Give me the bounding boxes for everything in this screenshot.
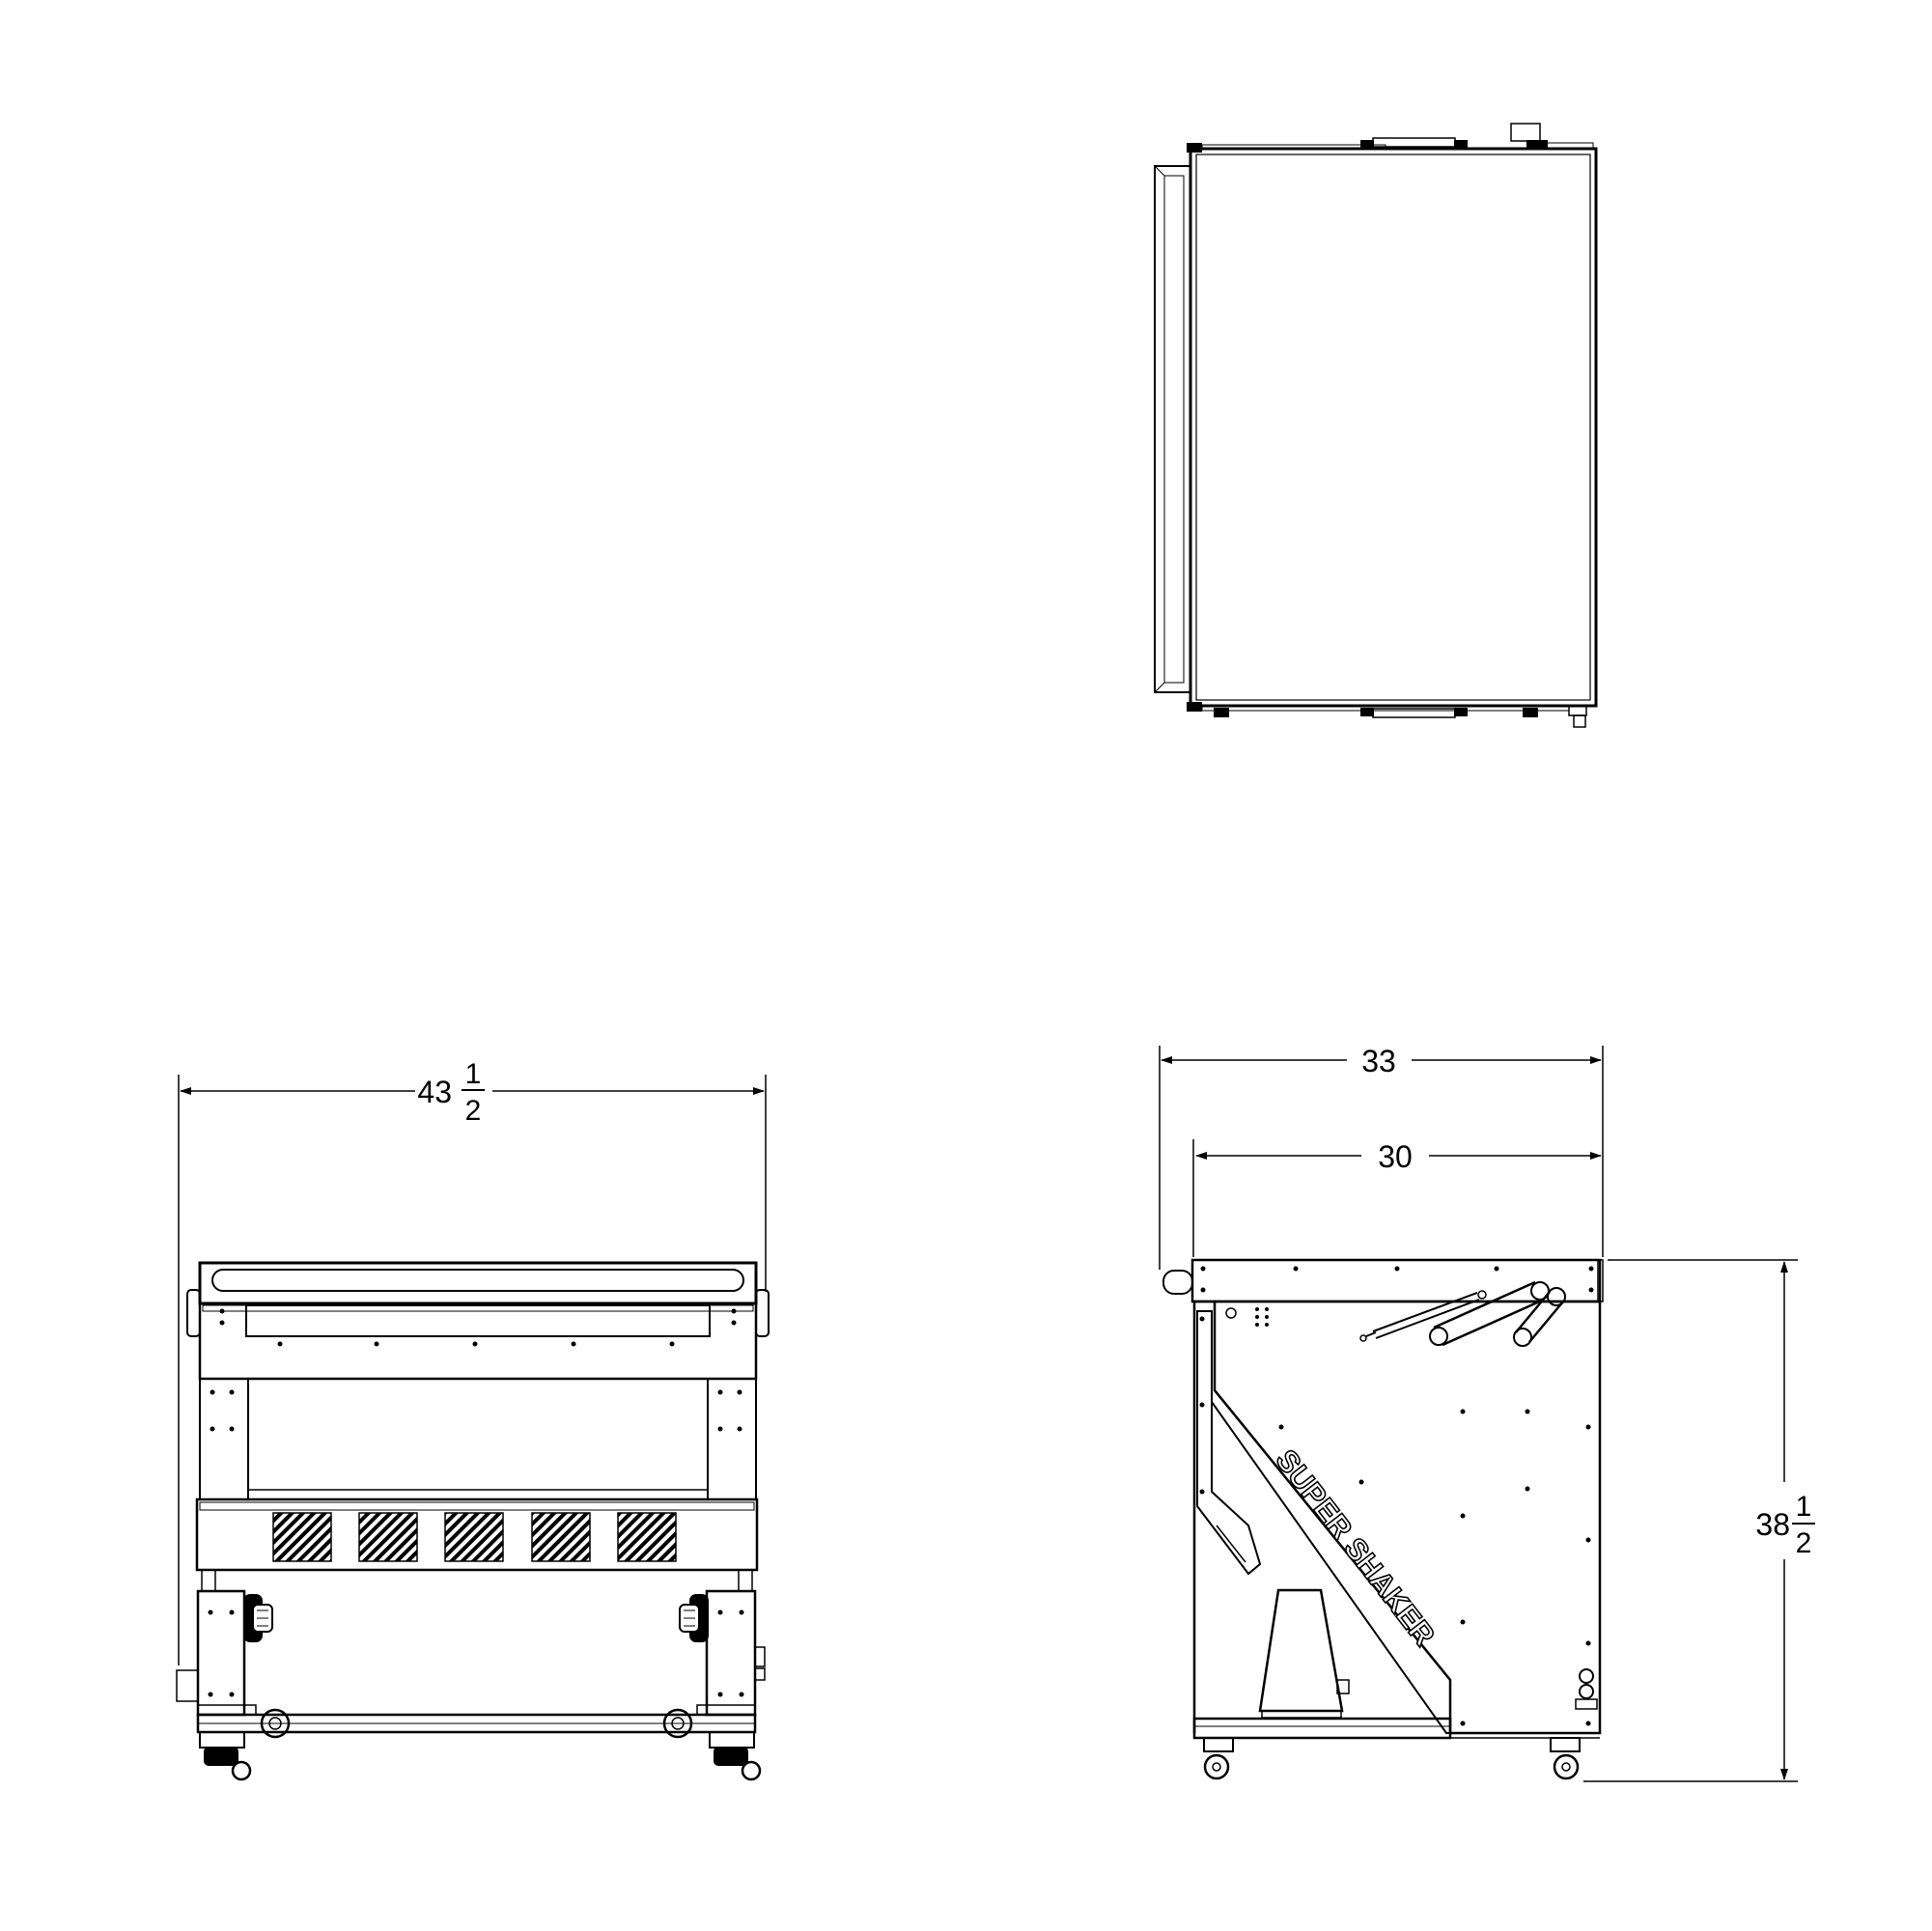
width-dimension-whole: 43 [417, 1075, 452, 1109]
motor-left [243, 1594, 273, 1642]
front-view [176, 1261, 770, 1781]
leveling-knob-right [662, 1708, 693, 1739]
caster-left [199, 1731, 252, 1781]
top-view-switch [1510, 123, 1541, 142]
top-view [1154, 123, 1598, 728]
front-view-upper-body [198, 1301, 758, 1381]
vent-5 [617, 1512, 677, 1562]
side-view: SUPER SHAKER [1162, 1258, 1604, 1780]
height-dimension-whole: 38 [1755, 1507, 1790, 1542]
side-view-logo: SUPER SHAKER [1269, 1443, 1442, 1652]
front-view-vent-panel [195, 1497, 759, 1572]
top-view-body [1189, 147, 1598, 708]
side-view-bolts [1199, 1266, 1594, 1726]
leveling-knob-left [260, 1708, 291, 1739]
vent-3 [444, 1512, 504, 1562]
side-caster-front [1203, 1737, 1234, 1780]
motor-right [679, 1594, 709, 1642]
body-depth-dimension [1192, 1139, 1602, 1257]
front-view-bolts [208, 1308, 744, 1697]
drive-arm-2 [1429, 1280, 1550, 1347]
body-depth-dimension-text: 30 [1378, 1139, 1413, 1174]
caster-right [709, 1731, 762, 1781]
height-dimension-numerator: 1 [1796, 1491, 1812, 1523]
drive-arm-3 [1513, 1287, 1566, 1347]
depth-dimension-text: 33 [1361, 1044, 1396, 1078]
depth-dimension [1159, 1046, 1604, 1270]
vent-2 [358, 1512, 418, 1562]
side-caster-rear [1550, 1737, 1581, 1780]
width-dimension [178, 1075, 767, 1665]
height-dimension [1583, 1259, 1798, 1782]
width-dimension-numerator: 1 [465, 1058, 482, 1090]
width-dimension-denominator: 2 [465, 1095, 482, 1127]
side-view-base [1192, 1717, 1452, 1740]
vent-4 [531, 1512, 591, 1562]
height-dimension-denominator: 2 [1796, 1527, 1812, 1559]
side-view-lid [1190, 1258, 1602, 1303]
drive-arm-1 [1359, 1290, 1487, 1342]
top-view-handle [1154, 165, 1191, 693]
vent-1 [272, 1512, 332, 1562]
side-view-bucket [1258, 1588, 1344, 1713]
